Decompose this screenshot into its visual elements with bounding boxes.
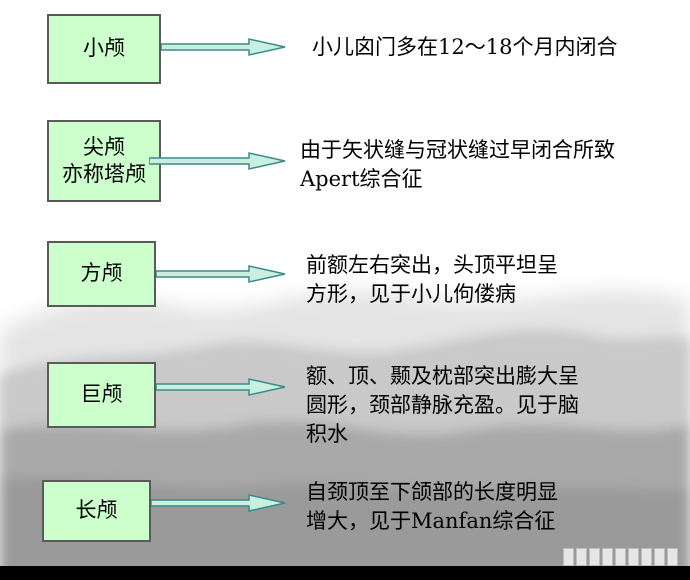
description-4: 额、顶、颞及枕部突出膨大呈 圆形，颈部静脉充盈。见于脑 积水 — [306, 362, 579, 449]
description-line: 积水 — [306, 422, 348, 446]
description-1: 小儿囟门多在12～18个月内闭合 — [312, 33, 617, 62]
term-label: 巨颅 — [80, 382, 123, 407]
term-box-giant-skull: 巨颅 — [47, 362, 156, 428]
arrow-4 — [156, 378, 286, 396]
bottom-bar — [0, 566, 690, 580]
watermark-block — [628, 548, 639, 566]
watermark-block — [641, 548, 652, 566]
description-line: 由于矢状缝与冠状缝过早闭合所致 — [300, 138, 615, 162]
description-2: 由于矢状缝与冠状缝过早闭合所致 Apert综合征 — [300, 136, 615, 194]
term-label: 小颅 — [83, 36, 125, 61]
watermark-block — [563, 548, 574, 566]
description-3: 前额左右突出，头顶平坦呈 方形，见于小儿佝偻病 — [306, 251, 558, 309]
description-line: 小儿囟门多在12～18个月内闭合 — [312, 35, 618, 59]
description-line: 额、顶、颞及枕部突出膨大呈 — [306, 364, 579, 388]
term-label: 亦称塔颅 — [62, 162, 146, 186]
description-5: 自颈顶至下颌部的长度明显 增大，见于Manfan综合征 — [306, 478, 558, 536]
arrow-2 — [149, 152, 286, 170]
term-box-long-skull: 长颅 — [42, 480, 151, 542]
watermark-block — [654, 548, 665, 566]
arrow-3 — [156, 265, 286, 283]
description-line: 增大，见于Manfan综合征 — [306, 509, 556, 533]
term-box-tower-skull: 尖颅 亦称塔颅 — [47, 120, 161, 202]
watermark-block — [602, 548, 613, 566]
watermark-block — [576, 548, 587, 566]
watermark-block — [667, 548, 678, 566]
description-line: 自颈顶至下颌部的长度明显 — [306, 480, 558, 504]
description-line: 前额左右突出，头顶平坦呈 — [306, 253, 558, 277]
description-line: Apert综合征 — [300, 167, 423, 191]
description-line: 圆形，颈部静脉充盈。见于脑 — [306, 393, 579, 417]
term-label: 长颅 — [75, 498, 118, 523]
description-line: 方形，见于小儿佝偻病 — [306, 282, 516, 306]
arrow-1 — [161, 38, 286, 56]
watermark-block — [589, 548, 600, 566]
term-label: 方颅 — [80, 261, 123, 286]
term-box-square-skull: 方颅 — [47, 241, 156, 307]
arrow-5 — [151, 494, 286, 512]
term-label: 尖颅 — [83, 134, 125, 159]
watermark-block — [615, 548, 626, 566]
term-box-small-skull: 小颅 — [47, 14, 161, 84]
